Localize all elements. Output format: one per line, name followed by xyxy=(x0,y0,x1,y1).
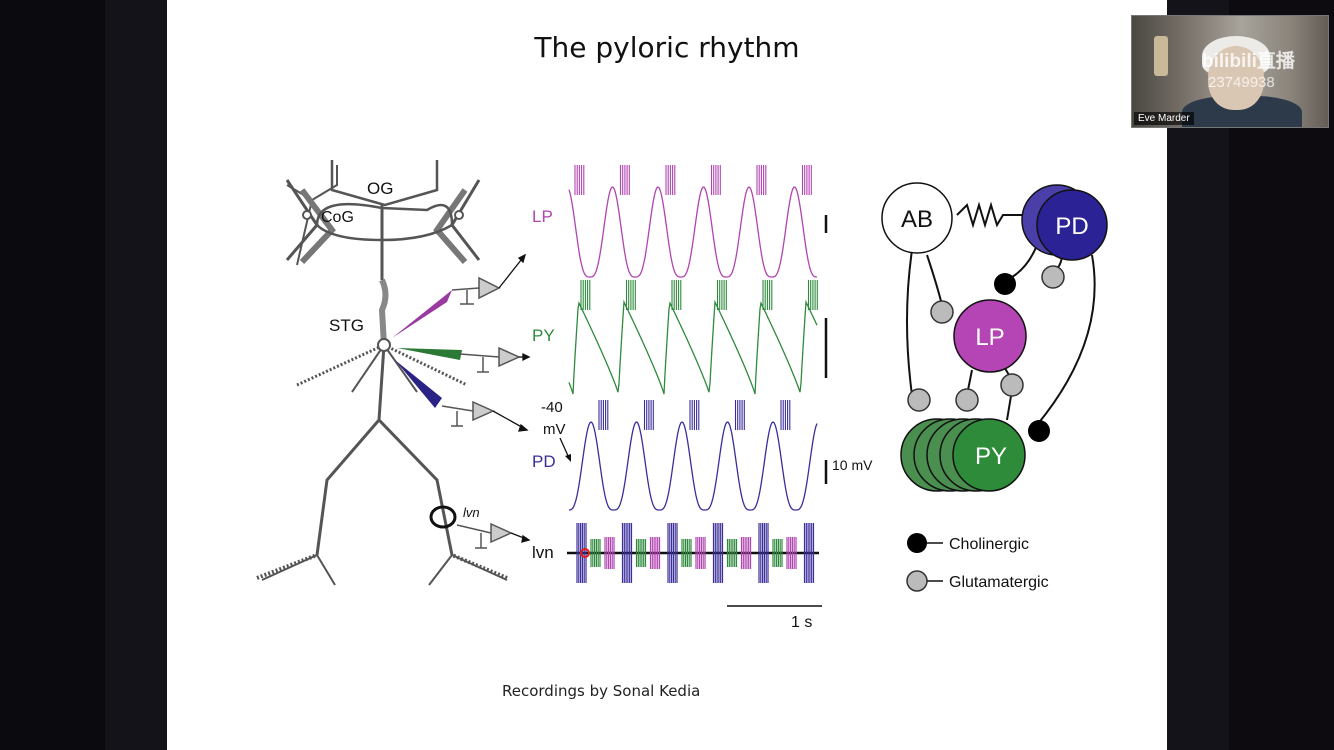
trace-label-pd: PD xyxy=(532,452,556,471)
video-thumbnail[interactable]: bilibili直播 23749938 Eve Marder xyxy=(1131,15,1329,128)
neuron-ab-label: AB xyxy=(901,206,933,233)
neuron-pd-label: PD xyxy=(1055,213,1088,240)
amplifier-output-arrows xyxy=(492,253,531,543)
neuron-pd xyxy=(1036,189,1108,261)
speaker-face xyxy=(1208,46,1264,110)
neuron-py-label: PY xyxy=(975,443,1007,470)
neuron-py xyxy=(952,418,1026,492)
synapse-cholinergic-pd-lp xyxy=(994,273,1016,295)
synapse-glutamatergic-ab-lp xyxy=(930,300,954,324)
legend-label-glutamatergic: Glutamatergic xyxy=(949,574,1049,591)
trace-py xyxy=(568,280,818,395)
trace-label-lvn: lvn xyxy=(532,543,554,562)
voltage-ref-arrow xyxy=(559,437,570,459)
presentation-slide: The pyloric rhythm xyxy=(167,0,1167,750)
slide-title: The pyloric rhythm xyxy=(534,31,800,64)
trace-label-lp: LP xyxy=(532,207,553,226)
video-lamp xyxy=(1154,36,1168,76)
amplifiers xyxy=(441,276,521,549)
electrode-lp xyxy=(392,290,452,338)
voltage-ref-value: -40 xyxy=(541,399,563,416)
background-left xyxy=(0,0,105,750)
trace-lp xyxy=(568,165,817,278)
scale-time-label: 1 s xyxy=(791,614,812,631)
lvn-recording-ring xyxy=(429,505,457,529)
synapse-terminals xyxy=(907,265,1065,442)
participant-name: Eve Marder xyxy=(1134,112,1194,125)
stns-diagram xyxy=(256,160,508,586)
voltage-ref-unit: mV xyxy=(543,421,566,438)
figure: OG CoG STG lvn LP xyxy=(256,160,1108,631)
synapse-glutamatergic-py-lp xyxy=(1000,373,1024,397)
synapse-glutamatergic-lp-pd xyxy=(1041,265,1065,289)
label-stg: STG xyxy=(329,316,364,335)
label-og: OG xyxy=(367,179,393,198)
neuron-lp-label: LP xyxy=(975,324,1004,351)
legend-swatch-cholinergic xyxy=(907,533,927,553)
synapse-glutamatergic-ab-py xyxy=(907,388,931,412)
label-lvn-anatomy: lvn xyxy=(463,505,480,520)
legend: Cholinergic Glutamatergic xyxy=(906,533,1049,592)
slide-credit: Recordings by Sonal Kedia xyxy=(502,682,701,700)
legend-swatch-glutamatergic xyxy=(906,570,928,592)
trace-lvn xyxy=(567,523,819,583)
electrode-py xyxy=(397,348,462,360)
watermark: bilibili直播 xyxy=(1202,51,1295,72)
synapse-glutamatergic-lp-py xyxy=(955,388,979,412)
scale-voltage-label: 10 mV xyxy=(832,457,873,473)
lvn-marker xyxy=(580,548,590,558)
trace-label-py: PY xyxy=(532,326,555,345)
electrode-pd xyxy=(395,360,442,408)
neuron-ab xyxy=(881,182,953,254)
voltage-ref-arrowhead xyxy=(565,454,571,462)
synapse-cholinergic-pd-py xyxy=(1028,420,1050,442)
legend-label-cholinergic: Cholinergic xyxy=(949,536,1029,553)
trace-pd xyxy=(568,400,818,511)
background-left-inner xyxy=(105,0,167,750)
scale-bars xyxy=(727,215,828,607)
neuron-lp xyxy=(953,299,1027,373)
neuron-py-stack xyxy=(900,418,1026,492)
watermark-id: 23749938 xyxy=(1208,74,1275,91)
label-cog: CoG xyxy=(321,209,354,226)
